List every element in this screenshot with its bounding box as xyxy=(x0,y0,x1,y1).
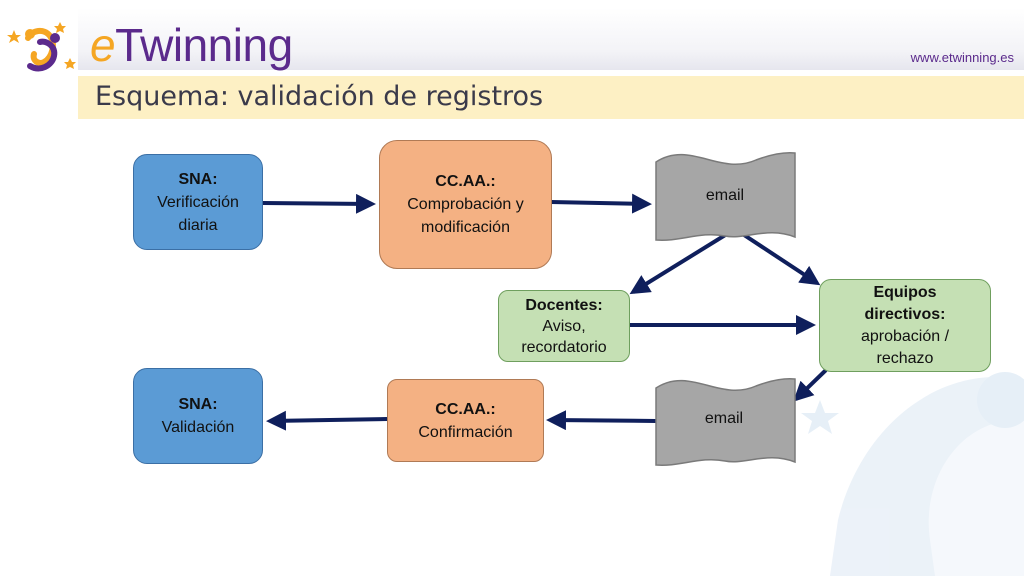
node-ccaa-comprobacion: CC.AA.: Comprobación y modificación xyxy=(379,140,552,269)
node-ccaa-confirmacion: CC.AA.: Confirmación xyxy=(387,379,544,462)
brand-rest: Twinning xyxy=(115,19,293,71)
node-line: Confirmación xyxy=(418,423,513,441)
email-document-bottom-icon xyxy=(655,378,796,466)
node-heading: Docentes: xyxy=(525,296,603,314)
watermark-figure-icon xyxy=(801,372,1024,576)
node-heading: SNA: xyxy=(178,170,218,188)
email-bottom-label: email xyxy=(704,410,744,427)
arrow-sna-to-ccaa xyxy=(262,193,376,214)
slide-title: Esquema: validación de registros xyxy=(95,81,544,112)
node-line: aprobación / xyxy=(860,327,950,345)
node-line: modificación xyxy=(421,219,510,236)
website-link[interactable]: www.etwinning.es xyxy=(910,50,1014,65)
arrow-email-to-docentes xyxy=(629,227,737,295)
arrow-ccaa-to-email xyxy=(550,193,652,214)
node-heading: CC.AA.: xyxy=(435,173,496,190)
node-line: recordatorio xyxy=(521,338,607,356)
node-equipos-directivos: Equipos directivos: aprobación / rechazo xyxy=(819,279,991,372)
email-document-top-icon xyxy=(655,152,796,241)
node-line: rechazo xyxy=(876,349,934,367)
title-band xyxy=(78,76,1024,119)
node-line: Validación xyxy=(161,419,235,436)
node-line: Verificación xyxy=(157,193,239,211)
header-band xyxy=(78,8,1024,70)
arrow-ccaa-conf-to-sna xyxy=(266,410,388,431)
node-heading: Equipos directivos: xyxy=(864,283,946,323)
arrow-equipos-to-email xyxy=(793,368,828,402)
arrow-email-to-equipos xyxy=(733,227,821,286)
email-top-label: email xyxy=(705,187,745,204)
node-heading: CC.AA.: xyxy=(435,400,496,418)
node-line: diaria xyxy=(178,216,218,234)
node-line: Comprobación y xyxy=(407,196,524,213)
brand-first-letter: e xyxy=(90,19,116,71)
brand-name: eTwinning xyxy=(90,18,293,72)
node-heading: SNA: xyxy=(178,396,218,413)
node-sna-verificacion: SNA: Verificación diaria xyxy=(133,154,263,250)
node-line: Aviso, xyxy=(542,317,586,335)
node-docentes: Docentes: Aviso, recordatorio xyxy=(498,290,630,362)
node-sna-validacion: SNA: Validación xyxy=(133,368,263,464)
arrow-email-to-ccaa-conf xyxy=(546,410,657,431)
etwinning-logo-icon xyxy=(7,22,76,74)
